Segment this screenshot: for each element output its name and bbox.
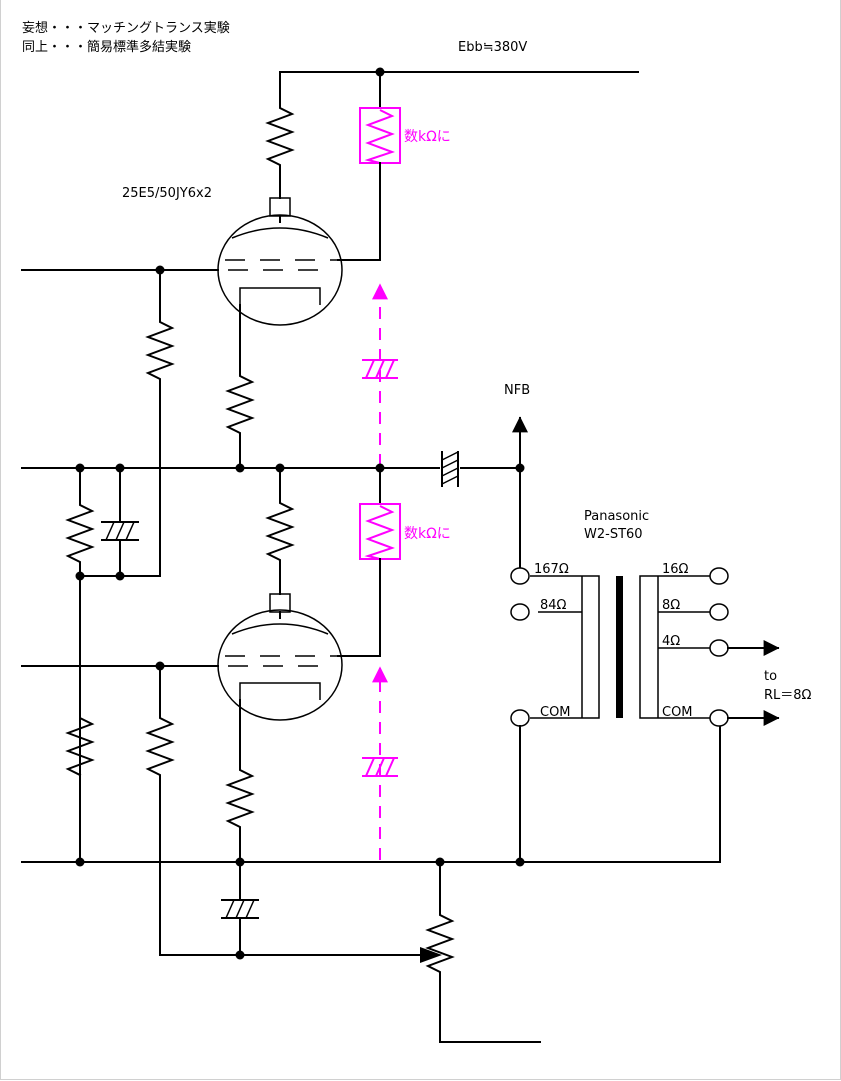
primary-terminal-com xyxy=(510,709,530,727)
upper-resistor-note: 数kΩに xyxy=(404,129,451,145)
left-bypass-capacitor xyxy=(101,467,139,577)
balance-potentiometer xyxy=(425,861,541,1043)
secondary-taps xyxy=(658,611,710,649)
lower-tube-envelope xyxy=(217,609,343,721)
primary-terminal-84 xyxy=(510,603,530,621)
lower-tube-cathode xyxy=(239,682,321,700)
transformer-brand: Panasonic xyxy=(584,509,649,524)
upper-grid-resistor xyxy=(145,269,175,577)
coupling-capacitor-hatch xyxy=(441,451,459,485)
nfb-label: NFB xyxy=(504,383,530,398)
upper-cathode-resistor xyxy=(225,304,255,469)
lower-screen-resistor xyxy=(364,505,395,560)
header-line-1: 妄想・・・マッチングトランス実験 xyxy=(22,20,230,36)
left-bias-resistor xyxy=(65,467,95,863)
cathode-bypass-capacitor xyxy=(221,861,259,956)
primary-tap-167-label: 167Ω xyxy=(534,562,569,577)
lower-resistor-note: 数kΩに xyxy=(404,526,451,542)
left-capacitor-hatch xyxy=(105,521,135,541)
load-label: RL＝8Ω xyxy=(764,688,812,703)
primary-com-label: COM xyxy=(540,705,571,720)
secondary-tap-16-label: 16Ω xyxy=(662,562,689,577)
supply-voltage-label: Ebb≒380V xyxy=(458,40,527,55)
secondary-winding xyxy=(639,575,710,719)
upper-screen-resistor xyxy=(364,109,395,164)
secondary-com-label: COM xyxy=(662,705,693,720)
upper-tube-plate xyxy=(231,227,329,239)
upper-plate-resistor xyxy=(265,71,295,199)
coupling-capacitor-plates xyxy=(441,451,459,487)
lower-modification-capacitor xyxy=(362,757,398,777)
primary-terminal-167 xyxy=(510,567,530,585)
transformer-core xyxy=(616,576,623,718)
lower-screen-wire xyxy=(337,558,381,657)
lower-cathode-resistor xyxy=(225,699,255,863)
junction-dot xyxy=(75,857,85,867)
tube-type-label: 25E5/50JY6x2 xyxy=(122,186,212,201)
secondary-terminal-4 xyxy=(709,639,729,657)
junction-dot xyxy=(235,950,245,960)
lower-plate-resistor xyxy=(265,467,295,595)
left-lower-resistor xyxy=(65,699,95,777)
bottom-rail xyxy=(21,717,721,863)
secondary-tap-4-label: 4Ω xyxy=(662,634,680,649)
primary-winding xyxy=(530,575,600,719)
output-to-label: to xyxy=(764,669,777,684)
lower-tube-plate xyxy=(231,623,329,635)
secondary-terminal-16 xyxy=(709,567,729,585)
upper-tube-cathode xyxy=(239,287,321,305)
lower-grid-resistor xyxy=(145,665,421,956)
secondary-terminal-com xyxy=(709,709,729,727)
header-line-2: 同上・・・簡易標準多結実験 xyxy=(22,39,191,55)
primary-tap-84-label: 84Ω xyxy=(540,598,567,613)
potentiometer-wiper-arrow xyxy=(420,947,442,963)
secondary-terminal-8 xyxy=(709,603,729,621)
upper-plate-cap-terminal xyxy=(269,197,291,217)
upper-screen-wire xyxy=(337,162,381,261)
junction-dot xyxy=(235,463,245,473)
cathode-capacitor-hatch xyxy=(225,899,255,919)
secondary-tap-8-label: 8Ω xyxy=(662,598,680,613)
upper-modification-capacitor xyxy=(362,359,398,379)
transformer-model: W2-ST60 xyxy=(584,527,643,542)
